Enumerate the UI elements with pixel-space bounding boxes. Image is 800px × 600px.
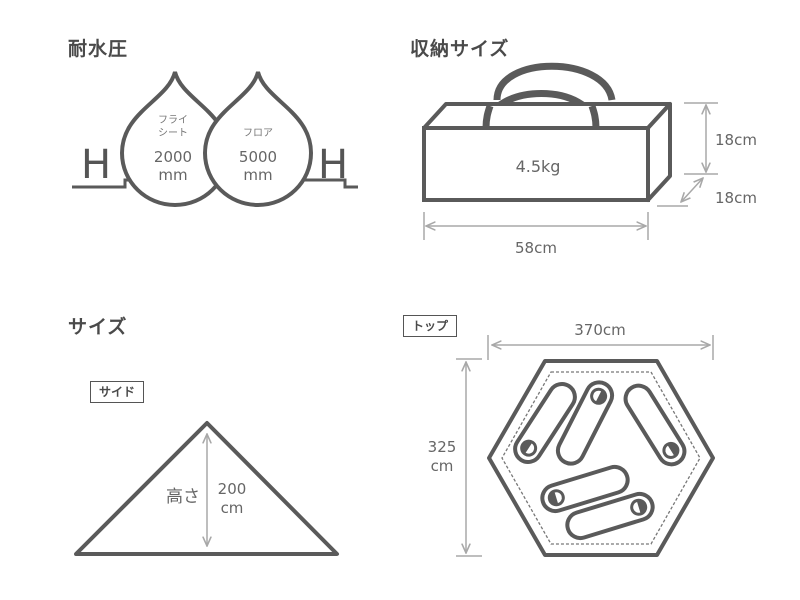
size-title: サイズ bbox=[68, 316, 128, 338]
top-depth-unit: cm bbox=[431, 457, 454, 475]
fly-label-line2: シート bbox=[158, 128, 188, 139]
floor-label: フロア bbox=[243, 128, 273, 139]
sleeping-bag-2 bbox=[555, 380, 615, 466]
floor-drop-icon bbox=[202, 71, 314, 208]
bag-height-value: 18cm bbox=[715, 131, 757, 149]
side-view-label: サイド bbox=[90, 381, 145, 403]
h-letter-left: H bbox=[81, 142, 111, 188]
bag-top-face bbox=[422, 102, 672, 130]
top-depth-value: 325 bbox=[428, 438, 457, 456]
water-resistance-diagram: H H フライ シート 2000 mm フロア 5000 mm bbox=[72, 71, 358, 208]
top-view-label: トップ bbox=[403, 315, 458, 337]
storage-size-title: 収納サイズ bbox=[410, 38, 510, 60]
tent-inner-floor bbox=[501, 371, 701, 545]
bag-width-value: 58cm bbox=[515, 239, 557, 257]
sleeping-bag-4 bbox=[540, 464, 630, 514]
fly-value: 2000 bbox=[154, 148, 192, 166]
sleeping-bag-5 bbox=[565, 491, 655, 541]
top-width-value: 370cm bbox=[574, 321, 626, 339]
h-letter-right: H bbox=[318, 142, 348, 188]
fly-unit: mm bbox=[158, 166, 187, 184]
tent-height-value: 200 bbox=[218, 480, 247, 498]
floor-unit: mm bbox=[243, 166, 272, 184]
bag-weight: 4.5kg bbox=[516, 157, 561, 176]
bag-depth-dim bbox=[681, 178, 703, 202]
top-view-diagram: 370cm 325 cm bbox=[428, 321, 715, 557]
floor-value: 5000 bbox=[239, 148, 277, 166]
fly-label-line1: フライ bbox=[158, 114, 188, 126]
tent-height-label: 高さ bbox=[166, 487, 200, 507]
sleeping-bag-3 bbox=[623, 383, 687, 467]
sleeping-bag-1 bbox=[513, 382, 577, 464]
storage-bag-diagram: 4.5kg 18cm 18cm 58cm bbox=[422, 62, 757, 257]
bag-depth-value: 18cm bbox=[715, 189, 757, 207]
tent-height-unit: cm bbox=[221, 499, 244, 517]
bag-handle-back bbox=[493, 62, 616, 101]
bag-front-face bbox=[422, 126, 650, 202]
water-resistance-title: 耐水圧 bbox=[68, 38, 129, 60]
side-view-diagram: 高さ 200 cm bbox=[74, 421, 339, 556]
